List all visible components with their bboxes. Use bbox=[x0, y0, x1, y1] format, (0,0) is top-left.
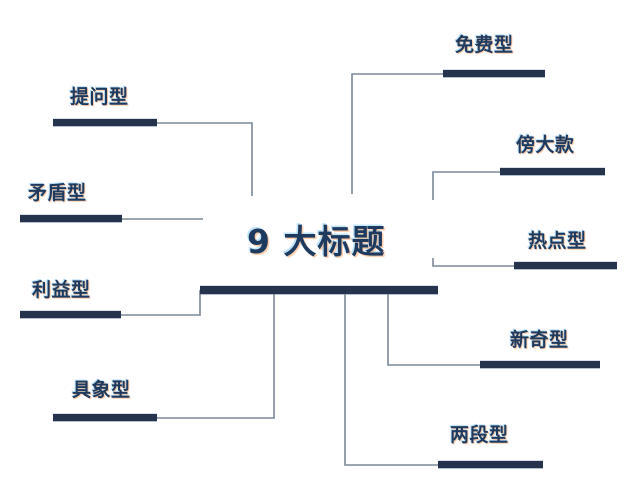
node-bar-liyi bbox=[20, 311, 121, 318]
node-label-mianfei[interactable]: 免费型 bbox=[455, 34, 514, 56]
node-label-xinqi[interactable]: 新奇型 bbox=[510, 329, 569, 351]
node-label-tiwen[interactable]: 提问型 bbox=[70, 86, 129, 108]
node-bar-bangdakuan bbox=[500, 168, 605, 175]
conn-bangdakuan bbox=[432, 171, 500, 200]
node-bar-redian bbox=[514, 262, 617, 269]
node-label-juxiang[interactable]: 具象型 bbox=[72, 379, 131, 401]
conn-liyi bbox=[121, 290, 201, 316]
conn-xinqi bbox=[387, 292, 480, 366]
conn-redian bbox=[432, 258, 514, 267]
node-label-liangduan[interactable]: 两段型 bbox=[450, 424, 509, 446]
node-bar-tiwen bbox=[53, 119, 157, 126]
node-bar-xinqi bbox=[480, 361, 600, 368]
center-title: 9 大标题 bbox=[247, 222, 386, 261]
node-label-maodun[interactable]: 矛盾型 bbox=[28, 182, 87, 204]
node-label-bangdakuan[interactable]: 傍大款 bbox=[516, 134, 575, 156]
node-bar-juxiang bbox=[53, 414, 157, 421]
node-bar-liangduan bbox=[438, 461, 543, 468]
center-trunk-bar bbox=[200, 286, 438, 294]
conn-tiwen bbox=[157, 122, 253, 196]
node-bar-mianfei bbox=[443, 70, 545, 77]
conn-juxiang bbox=[157, 292, 275, 419]
conn-mianfei bbox=[351, 73, 443, 194]
conn-liangduan bbox=[344, 292, 438, 466]
node-bar-maodun bbox=[20, 215, 122, 222]
node-label-liyi[interactable]: 利益型 bbox=[32, 279, 91, 301]
node-label-redian[interactable]: 热点型 bbox=[528, 230, 587, 252]
